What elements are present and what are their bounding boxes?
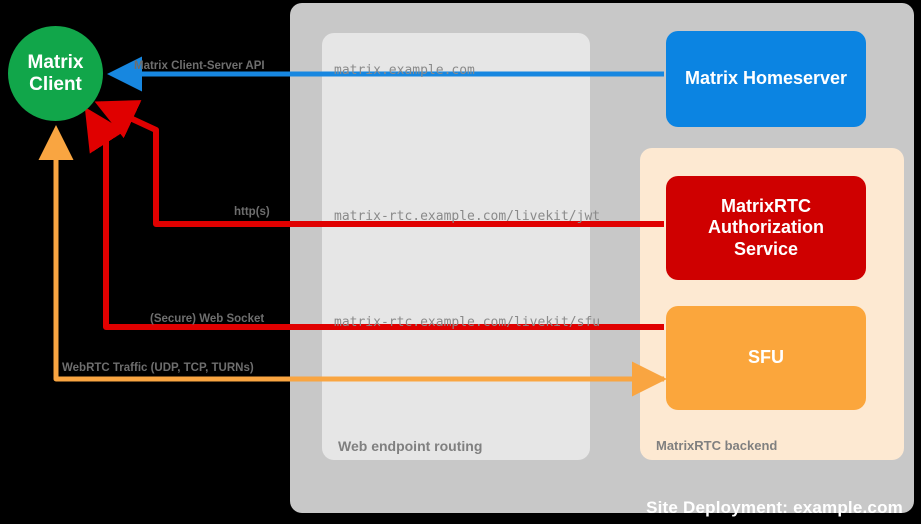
client-label-line1: Matrix [27,51,84,73]
client-label-line2: Client [29,73,82,95]
sfu-label: SFU [748,347,784,368]
node-matrixrtc-authorization-service[interactable]: MatrixRTC Authorization Service [666,176,866,280]
endpoint-livekit-jwt: matrix-rtc.example.com/livekit/jwt [334,209,601,224]
web-endpoint-routing-label: Web endpoint routing [338,438,483,454]
edge-label-cs-api: Matrix Client-Server API [134,60,265,72]
edge-label-https: http(s) [234,206,270,218]
site-deployment-label: Site Deployment: example.com [646,498,903,517]
node-sfu[interactable]: SFU [666,306,866,410]
edge-label-websocket: (Secure) Web Socket [150,313,265,325]
edge-label-webrtc: WebRTC Traffic (UDP, TCP, TURNs) [62,362,254,374]
endpoint-matrix-domain: matrix.example.com [334,63,475,78]
node-matrix-homeserver[interactable]: Matrix Homeserver [666,31,866,127]
homeserver-label: Matrix Homeserver [684,68,848,89]
endpoint-livekit-sfu: matrix-rtc.example.com/livekit/sfu [334,315,601,330]
matrixrtc-backend-label: MatrixRTC backend [656,438,778,453]
web-endpoint-routing-container [322,33,590,460]
auth-label-line2: Authorization [708,217,824,238]
auth-label-line3: Service [733,238,799,259]
auth-label-line1: MatrixRTC [720,195,811,216]
node-matrix-client[interactable]: Matrix Client [8,26,103,121]
